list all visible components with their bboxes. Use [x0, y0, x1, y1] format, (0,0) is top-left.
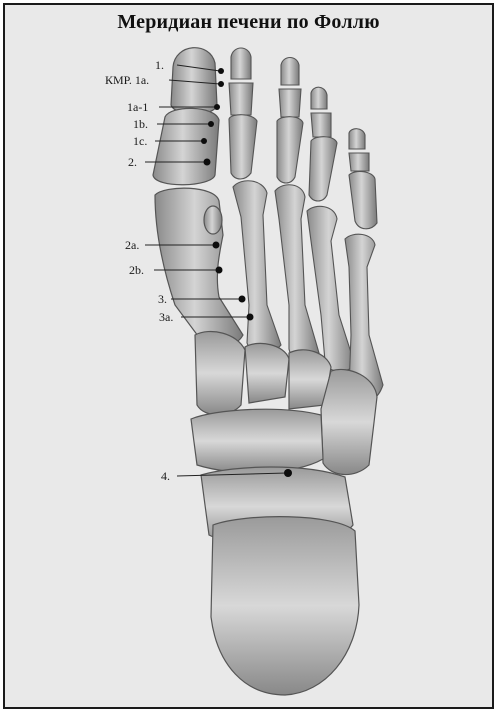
intermediate-cuneiform	[245, 343, 289, 403]
point-1b-dot	[208, 121, 214, 127]
label-point-kmp-1a: КМР. 1а.	[105, 73, 149, 87]
hallux-proximal-phalanx	[153, 108, 219, 184]
point-1a-1-dot	[214, 104, 220, 110]
toe4-middle-phalanx	[311, 113, 331, 137]
toe2-proximal-phalanx	[229, 115, 257, 179]
label-point-2b: 2b.	[129, 263, 144, 277]
toe3-proximal-phalanx	[277, 117, 303, 183]
label-point-3a: 3а.	[159, 310, 173, 324]
toe2-middle-phalanx	[229, 83, 253, 115]
toe4-distal-phalanx	[311, 87, 327, 109]
toe5-proximal-phalanx	[349, 172, 377, 229]
label-point-2a: 2а.	[125, 238, 139, 252]
toe2-distal-phalanx	[231, 48, 251, 79]
navicular	[191, 409, 323, 473]
toe3-middle-phalanx	[279, 89, 301, 117]
toe5-distal-phalanx	[349, 129, 365, 149]
point-1-dot	[218, 68, 224, 74]
label-point-2: 2.	[128, 155, 137, 169]
calcaneus	[211, 517, 359, 695]
medial-cuneiform	[195, 331, 245, 414]
point-3-dot	[239, 296, 246, 303]
point-3a-dot	[247, 314, 254, 321]
toe5-middle-phalanx	[349, 153, 369, 171]
sesamoid-bone	[204, 206, 222, 234]
second-metatarsal	[233, 181, 281, 353]
tarsal-bones	[191, 331, 377, 695]
label-point-1: 1.	[155, 58, 164, 72]
label-point-1c: 1с.	[133, 134, 147, 148]
point-kmp-1a-dot	[218, 81, 224, 87]
label-point-4: 4.	[161, 469, 170, 483]
foot-skeleton-diagram: 1. КМР. 1а. 1а-1 1b. 1с. 2. 2а. 2b. 3. 3…	[5, 5, 494, 709]
point-2-dot	[204, 159, 211, 166]
toe3-distal-phalanx	[281, 58, 299, 86]
point-2b-dot	[216, 267, 223, 274]
label-point-3: 3.	[158, 292, 167, 306]
point-4-dot	[284, 469, 292, 477]
label-point-1b: 1b.	[133, 117, 148, 131]
point-1c-dot	[201, 138, 207, 144]
figure-frame: Меридиан печени по Фоллю	[3, 3, 494, 709]
label-point-1a-1: 1а-1	[127, 100, 148, 114]
cuboid	[321, 369, 377, 474]
toe4-proximal-phalanx	[309, 137, 337, 201]
point-2a-dot	[213, 242, 220, 249]
